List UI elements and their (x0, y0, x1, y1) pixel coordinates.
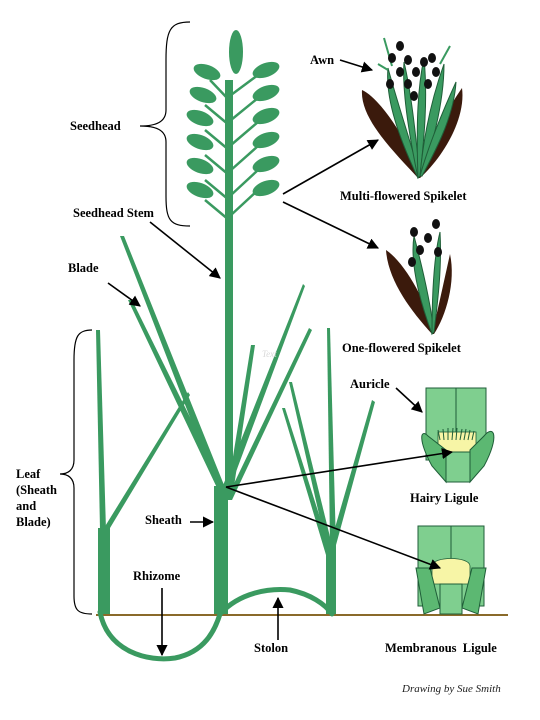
blade-right-long (222, 284, 305, 488)
seedhead-bracket (139, 21, 191, 227)
right-tiller-blade-2 (327, 328, 336, 545)
label-auricle: Auricle (350, 377, 390, 391)
credit-text: Drawing by Sue Smith (401, 683, 501, 695)
roots-group (97, 587, 335, 662)
hairy-ligule-detail (421, 387, 495, 484)
rhizome-curve (97, 609, 223, 662)
awn-bristle (377, 63, 389, 71)
blade-arrow (107, 282, 141, 307)
auricle-arrow (395, 387, 423, 413)
label-leaf-2: (Sheath (16, 483, 57, 497)
label-leaf-3: and (16, 499, 36, 513)
left-tiller-sheath (98, 528, 110, 614)
hairy-ligule-arrow (225, 448, 454, 488)
membranous-ligule-detail (415, 525, 487, 615)
label-seedhead-stem: Seedhead Stem (73, 206, 154, 220)
one-spikelet-arrow (282, 201, 380, 249)
label-stolon: Stolon (254, 641, 288, 655)
label-hairy-ligule: Hairy Ligule (410, 491, 479, 505)
one-flowered-spikelet (386, 219, 452, 336)
label-rhizome: Rhizome (133, 569, 181, 583)
leaf-bracket (59, 329, 93, 615)
seedhead (186, 30, 280, 221)
multi-spikelet-arrow (282, 139, 379, 195)
main-blades (120, 236, 312, 500)
main-stem (214, 80, 233, 614)
right-tiller-blade-4 (282, 408, 332, 555)
seedhead-stem-shaft (225, 80, 233, 490)
left-tiller (96, 330, 190, 614)
label-awn: Awn (310, 53, 334, 67)
main-sheath (214, 486, 228, 614)
blade-left-long (120, 236, 226, 490)
label-one-flowered-spikelet: One-flowered Spikelet (342, 341, 462, 355)
label-multi-flowered-spikelet: Multi-flowered Spikelet (340, 189, 467, 203)
blade-right-short (226, 345, 255, 500)
watermark-text: Text (262, 349, 277, 359)
multi-flowered-spikelet (361, 37, 463, 180)
blade-left-inner (128, 300, 226, 490)
right-tiller-blade-3 (330, 400, 375, 545)
label-leaf-4: Blade) (16, 515, 51, 529)
left-tiller-blade-2 (104, 392, 190, 528)
awn-arrow (339, 59, 374, 73)
right-tiller-blade-1 (289, 382, 332, 545)
label-leaf-1: Leaf (16, 467, 41, 481)
label-seedhead: Seedhead (70, 119, 121, 133)
right-tiller-sheath (326, 540, 336, 614)
seedhead-stem-arrow (149, 221, 221, 279)
label-blade: Blade (68, 261, 99, 275)
left-tiller-blade-1 (96, 330, 106, 530)
brackets (59, 21, 191, 615)
label-membranous-ligule: Membranous Ligule (385, 641, 497, 655)
arrows (107, 59, 454, 657)
right-tiller (282, 328, 375, 614)
seedhead-tip (229, 30, 243, 74)
blade-right-mid (226, 328, 312, 500)
stolon-curve (217, 587, 335, 617)
membranous-ligule-arrow (225, 486, 442, 570)
label-sheath: Sheath (145, 513, 182, 527)
